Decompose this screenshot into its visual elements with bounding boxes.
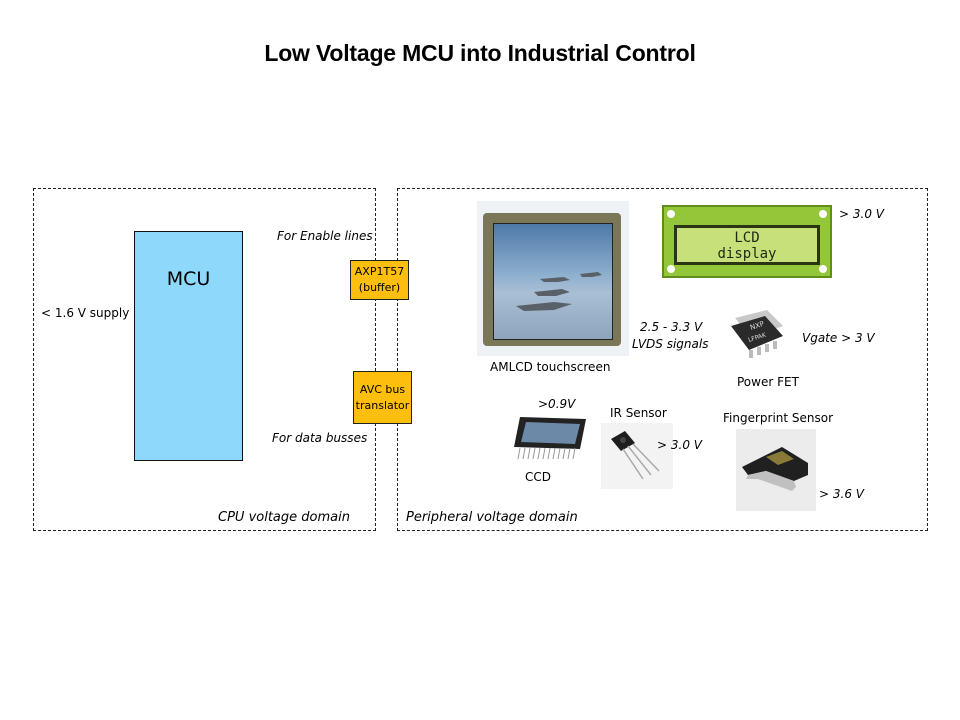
power-fet-voltage-label: Vgate > 3 V bbox=[802, 331, 875, 345]
mount-hole bbox=[667, 265, 675, 273]
translator-line1: AXP1T57 bbox=[354, 265, 405, 278]
mcu-label: MCU bbox=[166, 268, 211, 290]
power-fet-chip-icon: NXP LFPAK bbox=[731, 310, 783, 358]
ir-sensor-icon bbox=[611, 431, 660, 480]
ccd-label: CCD bbox=[525, 470, 551, 484]
ccd-chip-icon bbox=[514, 417, 586, 460]
mount-hole bbox=[667, 210, 675, 218]
mcu-block: MCU bbox=[134, 231, 243, 461]
data-busses-label: For data busses bbox=[272, 431, 368, 445]
supply-label: < 1.6 V supply bbox=[41, 306, 130, 320]
power-fet-image: NXP LFPAK bbox=[727, 308, 785, 364]
enable-lines-label: For Enable lines bbox=[277, 229, 373, 243]
ccd-voltage-label: >0.9V bbox=[538, 397, 576, 411]
ccd-image bbox=[512, 415, 587, 465]
lvds-voltage-label: 2.5 - 3.3 V bbox=[640, 320, 703, 334]
amlcd-screen bbox=[493, 223, 613, 340]
power-fet-label: Power FET bbox=[737, 375, 799, 389]
translator-line1: AVC bus bbox=[359, 382, 406, 396]
peripheral-domain-label: Peripheral voltage domain bbox=[406, 510, 578, 525]
fingerprint-sensor-icon bbox=[742, 447, 808, 491]
ir-sensor-image bbox=[601, 423, 673, 489]
axp1t57-buffer: AXP1T57 (buffer) bbox=[350, 260, 409, 300]
fingerprint-voltage-label: > 3.6 V bbox=[819, 487, 864, 501]
jets-icon bbox=[516, 272, 602, 311]
lcd-line1: LCD bbox=[734, 230, 760, 246]
fingerprint-sensor-image bbox=[736, 429, 816, 511]
cpu-voltage-domain bbox=[33, 188, 376, 531]
lcd-line2: display bbox=[717, 246, 777, 262]
mount-hole bbox=[819, 265, 827, 273]
ir-sensor-label: IR Sensor bbox=[610, 406, 667, 420]
lvds-signal-label: LVDS signals bbox=[632, 337, 709, 351]
avc-bus-translator: AVC bus translator bbox=[353, 371, 412, 424]
amlcd-label: AMLCD touchscreen bbox=[490, 360, 611, 374]
amlcd-touchscreen-image bbox=[477, 201, 629, 356]
fingerprint-sensor-label: Fingerprint Sensor bbox=[723, 411, 834, 425]
translator-line2: translator bbox=[355, 398, 410, 412]
lcd-voltage-label: > 3.0 V bbox=[839, 207, 884, 221]
slide-title: Low Voltage MCU into Industrial Control bbox=[264, 40, 696, 66]
lcd-display-image: LCD display bbox=[662, 205, 832, 278]
mount-hole bbox=[819, 210, 827, 218]
translator-line2: (buffer) bbox=[358, 281, 401, 294]
cpu-domain-label: CPU voltage domain bbox=[218, 510, 350, 525]
peripheral-voltage-domain bbox=[397, 188, 928, 531]
lcd-window: LCD display bbox=[674, 225, 820, 265]
ir-sensor-voltage-label: > 3.0 V bbox=[657, 438, 702, 452]
